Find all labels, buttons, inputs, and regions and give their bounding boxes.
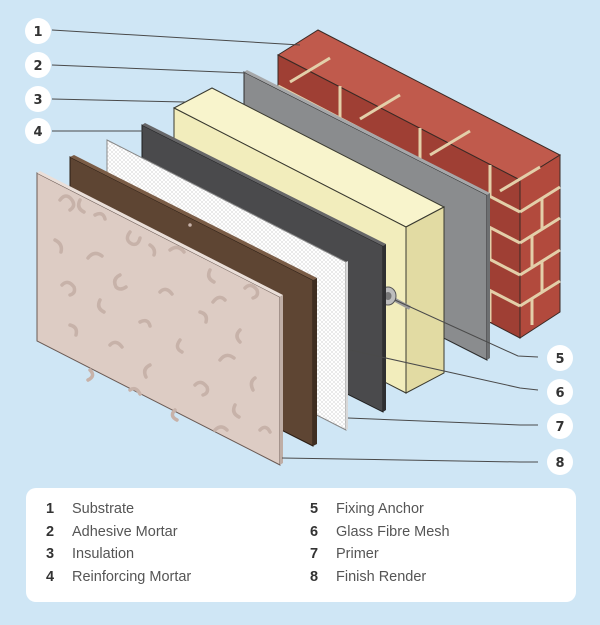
callout-5: 5 — [547, 345, 573, 371]
callout-3: 3 — [25, 86, 51, 112]
legend-item: 4 Reinforcing Mortar — [46, 566, 191, 589]
legend-item: 3 Insulation — [46, 543, 191, 566]
legend-item: 5 Fixing Anchor — [310, 498, 450, 521]
callout-markers: 1 2 3 4 5 6 7 8 — [25, 18, 573, 475]
legend-label: Glass Fibre Mesh — [336, 523, 450, 540]
svg-text:1: 1 — [33, 25, 42, 40]
legend-label: Fixing Anchor — [336, 501, 424, 517]
svg-text:3: 3 — [33, 93, 42, 108]
svg-text:5: 5 — [555, 352, 564, 367]
svg-text:7: 7 — [555, 420, 564, 435]
callout-1: 1 — [25, 18, 51, 44]
legend-label: Adhesive Mortar — [72, 523, 178, 540]
legend-label: Primer — [336, 546, 379, 562]
legend-label: Reinforcing Mortar — [72, 568, 192, 585]
finish-render-board — [36, 171, 283, 466]
legend-item: 1 Substrate — [46, 498, 191, 521]
svg-text:2: 2 — [33, 59, 42, 74]
leader-lines — [51, 29, 539, 463]
legend-label: Insulation — [72, 546, 135, 562]
legend-number: 4 — [46, 568, 55, 585]
legend-number: 5 — [310, 501, 319, 517]
svg-text:4: 4 — [33, 125, 42, 140]
svg-text:8: 8 — [555, 456, 564, 471]
legend-item: 8 Finish Render — [310, 566, 450, 589]
callout-6: 6 — [547, 379, 573, 405]
legend-number: 1 — [46, 501, 55, 517]
legend-number: 6 — [310, 523, 319, 540]
svg-text:6: 6 — [555, 386, 564, 401]
legend-item: 6 Glass Fibre Mesh — [310, 521, 450, 544]
callout-4: 4 — [25, 118, 51, 144]
legend-number: 2 — [46, 523, 55, 540]
legend-number: 3 — [46, 546, 55, 562]
legend-column-right: 5 Fixing Anchor 6 Glass Fibre Mesh 7 Primer… — [310, 498, 450, 588]
callout-8: 8 — [547, 449, 573, 475]
legend-number: 7 — [310, 546, 319, 562]
legend-label: Finish Render — [336, 568, 427, 585]
legend-item: 2 Adhesive Mortar — [46, 521, 191, 544]
legend-number: 8 — [310, 568, 319, 585]
legend-label: Substrate — [72, 501, 135, 517]
callout-2: 2 — [25, 52, 51, 78]
legend-item: 7 Primer — [310, 543, 450, 566]
callout-7: 7 — [547, 413, 573, 439]
